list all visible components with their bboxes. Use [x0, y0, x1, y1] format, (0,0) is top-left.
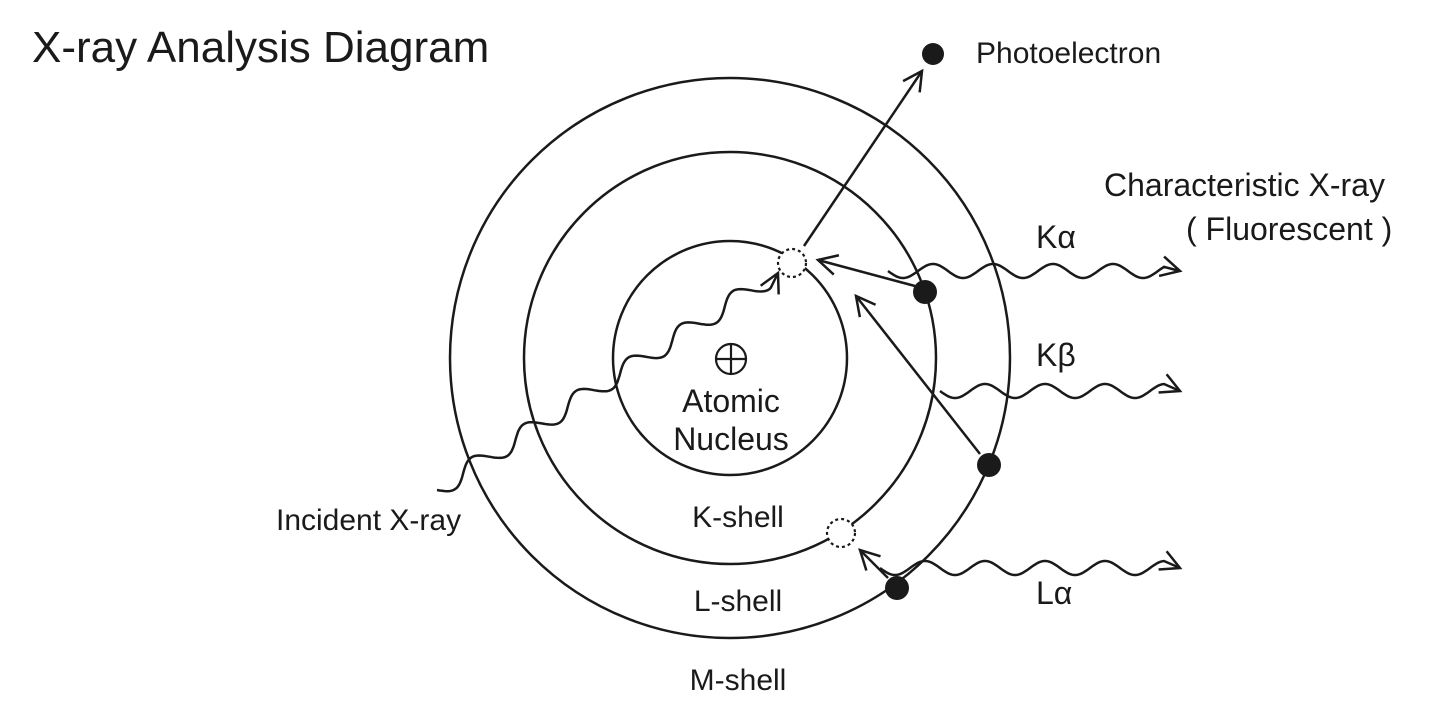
m-to-l-transition-arrow — [858, 548, 889, 579]
k-shell-orbit — [611, 239, 849, 477]
k-beta-label: Kβ — [1036, 337, 1076, 373]
m-shell-label: M-shell — [690, 664, 787, 697]
l-shell-orbit — [522, 150, 938, 566]
k-shell-vacancy — [776, 247, 808, 279]
fluorescent-label: ( Fluorescent ) — [1186, 211, 1392, 247]
m-to-k-transition-arrow — [854, 293, 981, 455]
k-beta-wave — [939, 373, 1183, 400]
l-shell-electron — [913, 280, 937, 304]
m-shell-electron-lower — [885, 576, 909, 600]
incident-xray-wave — [436, 270, 780, 493]
m-shell-orbit — [448, 76, 1012, 640]
page-title: X-ray Analysis Diagram — [32, 23, 489, 72]
m-shell-electron-upper — [977, 453, 1001, 477]
photoelectron-dot — [922, 43, 944, 65]
characteristic-xray-label: Characteristic X-ray — [1104, 167, 1385, 203]
incident-xray-label: Incident X-ray — [276, 504, 461, 537]
nucleus-label-line2: Nucleus — [673, 421, 789, 457]
photoelectron-arrow — [802, 68, 924, 247]
l-alpha-label: Lα — [1036, 575, 1072, 611]
nucleus-plus-icon — [714, 342, 748, 376]
l-to-k-transition-arrow — [815, 254, 916, 288]
l-shell-vacancy — [825, 517, 857, 549]
l-alpha-wave — [879, 550, 1183, 577]
l-shell-label: L-shell — [694, 585, 782, 618]
photoelectron-label: Photoelectron — [976, 37, 1161, 70]
k-shell-label: K-shell — [692, 501, 784, 534]
k-alpha-label: Kα — [1036, 219, 1076, 255]
nucleus-label-line1: Atomic — [682, 383, 780, 419]
k-alpha-wave — [887, 255, 1183, 280]
